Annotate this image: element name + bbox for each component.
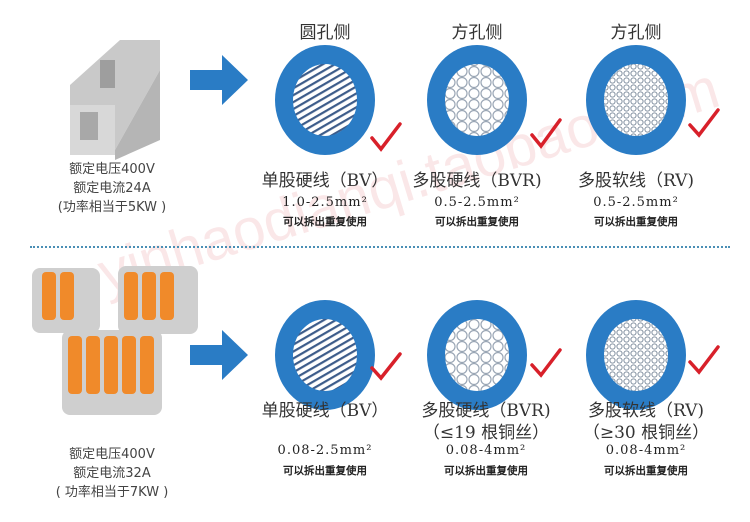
power-equivalent: ( 功率相当于7KW ) xyxy=(55,485,169,500)
rated-voltage: 额定电压400V xyxy=(69,447,155,462)
reuse-note: 可以拆出重复使用 xyxy=(283,216,367,228)
power-equivalent: (功率相当于5KW ) xyxy=(57,200,167,215)
reuse-note: 可以拆出重复使用 xyxy=(594,216,678,228)
reuse-note: 可以拆出重复使用 xyxy=(283,465,367,477)
check-icon xyxy=(530,118,562,149)
wire-spec: 0.08-2.5mm² xyxy=(277,443,373,458)
wire-label: 多股软线（RV) xyxy=(577,171,695,191)
wire-stranded-icon xyxy=(427,45,527,155)
spec-32a: 额定电压400V 额定电流32A ( 功率相当于7KW ) xyxy=(56,445,169,502)
connector-2way-image xyxy=(70,40,160,160)
reuse-note: 可以拆出重复使用 xyxy=(444,465,528,477)
wire-stranded-icon xyxy=(427,300,527,410)
wire-solid-icon xyxy=(275,300,375,410)
wire-spec: 0.08-4mm² xyxy=(445,443,527,458)
wire-strand-count: （≤19 根铜丝） xyxy=(422,423,550,443)
wire-label: 单股硬线（BV） xyxy=(261,171,389,191)
rated-current: 额定电流32A xyxy=(73,466,151,481)
spec-24a: 额定电压400V 额定电流24A (功率相当于5KW ) xyxy=(58,160,166,217)
check-icon xyxy=(688,345,720,375)
wire-label: 多股硬线（BVR) xyxy=(412,171,542,191)
check-icon xyxy=(688,108,720,138)
check-icon xyxy=(370,122,402,152)
rated-voltage: 额定电压400V xyxy=(69,162,155,177)
wire-label: 多股软线（RV) xyxy=(587,401,705,421)
arrow-icon xyxy=(190,55,248,105)
wire-solid-icon xyxy=(275,45,375,155)
header-square-hole: 方孔侧 xyxy=(610,23,662,43)
divider xyxy=(30,246,730,248)
wire-spec: 0.5-2.5mm² xyxy=(593,195,679,210)
wire-flexible-icon xyxy=(586,300,686,410)
arrow-icon xyxy=(190,330,248,380)
connector-lever-images xyxy=(32,266,198,415)
wire-spec: 1.0-2.5mm² xyxy=(282,195,368,210)
rated-current: 额定电流24A xyxy=(73,181,151,196)
wire-label: 多股硬线（BVR) xyxy=(421,401,551,421)
wire-spec: 0.5-2.5mm² xyxy=(434,195,520,210)
header-square-hole: 方孔侧 xyxy=(451,23,503,43)
wire-label: 单股硬线（BV） xyxy=(261,401,389,421)
wire-flexible-icon xyxy=(586,45,686,155)
reuse-note: 可以拆出重复使用 xyxy=(604,465,688,477)
wire-strand-count: （≥30 根铜丝） xyxy=(582,423,710,443)
check-icon xyxy=(370,352,402,381)
check-icon xyxy=(530,348,562,378)
reuse-note: 可以拆出重复使用 xyxy=(435,216,519,228)
header-round-hole: 圆孔侧 xyxy=(299,23,351,43)
wire-spec: 0.08-4mm² xyxy=(605,443,687,458)
